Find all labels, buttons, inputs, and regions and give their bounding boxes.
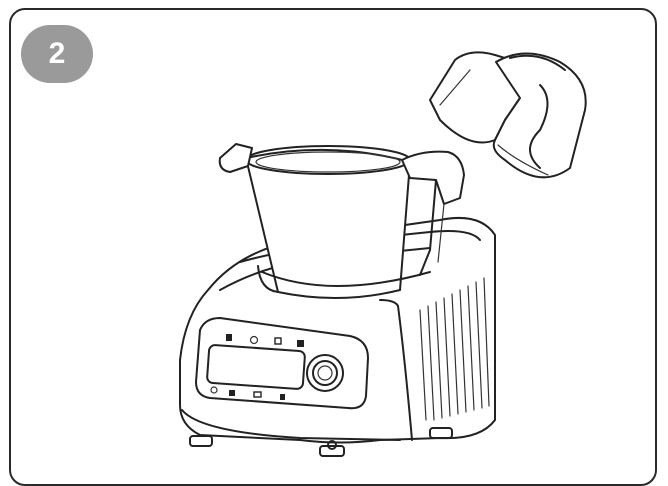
button-icon-2 [249, 335, 259, 345]
button-icon-6 [229, 390, 235, 396]
top-button-row [226, 334, 304, 347]
display-screen [206, 344, 306, 390]
vent-grill [419, 277, 490, 421]
button-icon-7 [253, 391, 262, 398]
foot-front-right [319, 445, 345, 457]
bottom-button-row [210, 386, 285, 400]
button-icon-8 [280, 394, 285, 400]
step-number-badge: 2 [21, 25, 93, 83]
button-icon-5 [210, 386, 218, 394]
control-panel [195, 317, 369, 410]
step-number: 2 [48, 37, 66, 70]
control-knob [306, 354, 344, 392]
lid-icon [429, 51, 587, 179]
mixing-bowl [218, 143, 465, 299]
foot-front-left [189, 435, 213, 447]
button-icon-3 [274, 337, 282, 345]
food-processor-illustration [179, 51, 587, 457]
button-icon-4 [297, 340, 304, 347]
foot-back-right [429, 427, 453, 439]
button-icon-1 [226, 334, 232, 341]
